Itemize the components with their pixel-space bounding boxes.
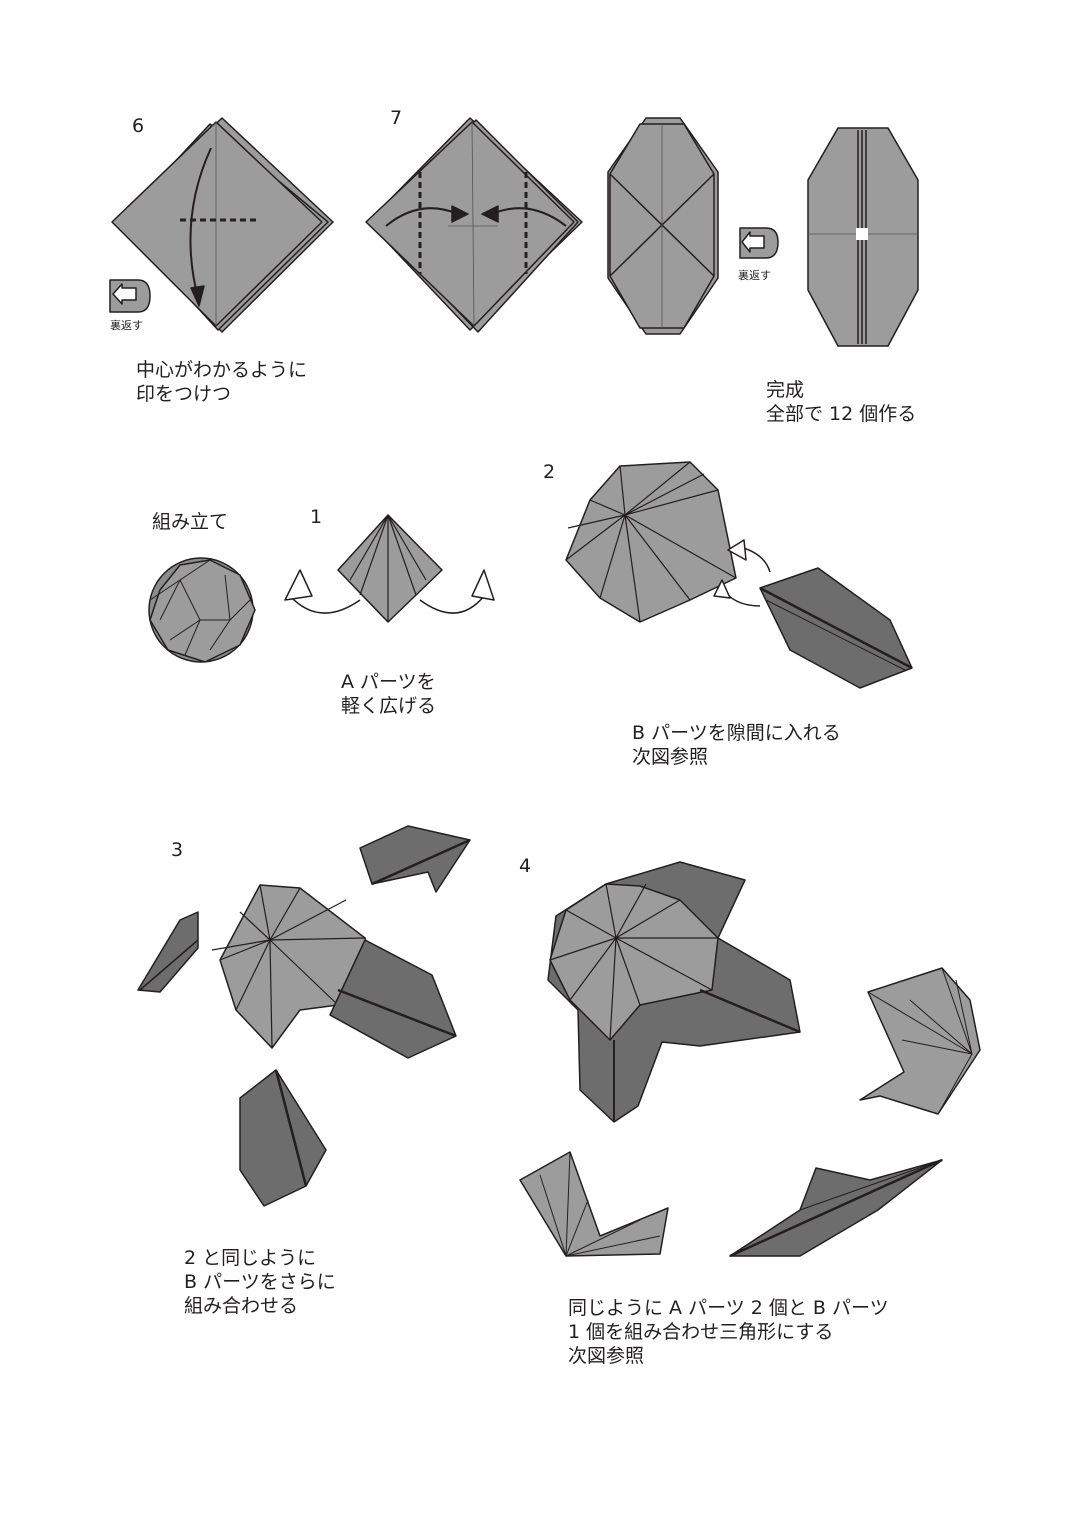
turn-over-label: 裏返す — [738, 269, 771, 282]
turn-over-icon — [109, 279, 151, 313]
a1-part — [284, 514, 495, 623]
step6-number: 6 — [132, 115, 145, 137]
finished-caption: 完成 全部で 12 個作る — [766, 379, 917, 425]
a1-number: 1 — [310, 506, 323, 528]
a2-caption: B パーツを隙間に入れる 次図参照 — [632, 722, 841, 768]
assembled-ball — [148, 557, 256, 663]
a4-number: 4 — [519, 855, 532, 877]
a1-caption: A パーツを 軽く広げる — [341, 671, 437, 717]
a3-number: 3 — [171, 839, 184, 861]
a3-caption: 2 と同じように B パーツをさらに 組み合わせる — [184, 1247, 336, 1317]
step7-number: 7 — [390, 107, 403, 129]
a4-caption: 同じように A パーツ 2 個と B パーツ 1 個を組み合わせ三角形にする 次… — [568, 1297, 889, 1367]
a3-parts — [137, 825, 471, 1207]
fold-arrow-icon — [189, 147, 212, 299]
step6-caption: 中心がわかるように 印をつけつ — [136, 359, 308, 405]
finished-unit — [807, 127, 919, 347]
step7-diamond — [365, 117, 583, 333]
folded-hexagon — [607, 117, 719, 335]
turn-over-label: 裏返す — [110, 319, 143, 332]
assembly-title: 組み立て — [152, 511, 229, 533]
a2-parts — [565, 461, 913, 689]
a4-parts — [519, 861, 981, 1258]
a2-number: 2 — [543, 461, 556, 483]
step6-diamond — [111, 117, 334, 333]
turn-over-icon — [739, 227, 779, 259]
